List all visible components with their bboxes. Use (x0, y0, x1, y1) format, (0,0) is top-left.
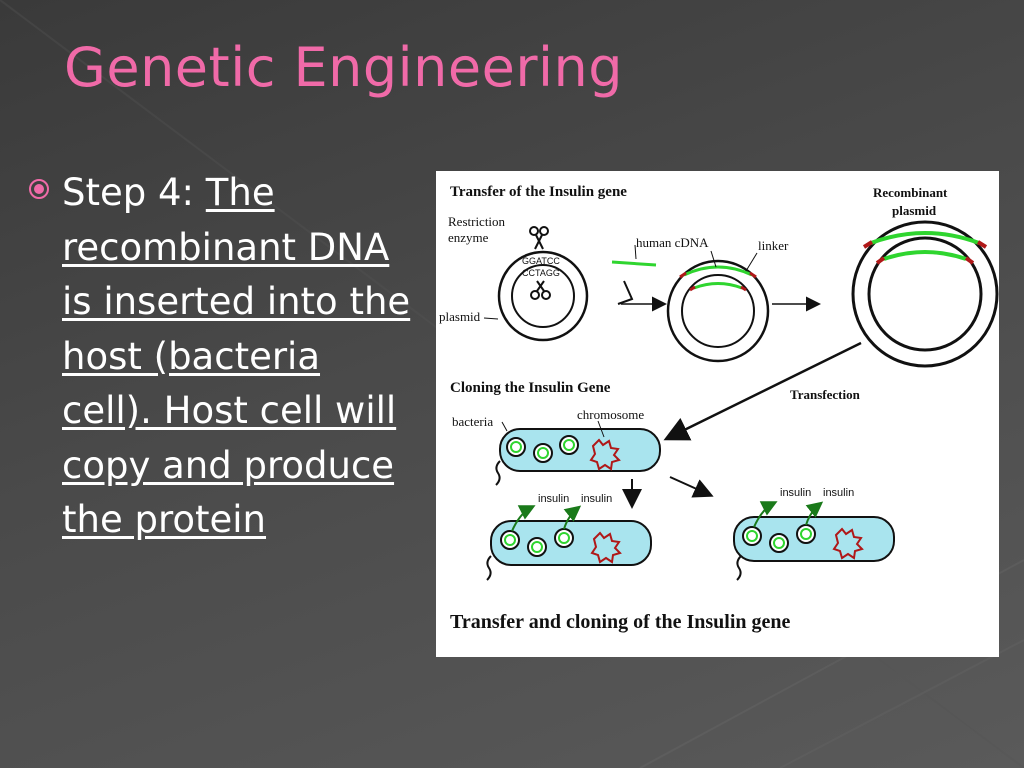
label-linker: linker (758, 238, 789, 253)
label-restriction: Restriction (448, 214, 506, 229)
label-recombinant: Recombinant (873, 185, 948, 200)
label-transfection: Transfection (790, 387, 860, 402)
plasmid-with-insert (666, 250, 770, 363)
human-cdna-fragment (611, 244, 657, 305)
transfection-arrow (663, 341, 862, 441)
label-recombinant-plasmid: plasmid (892, 203, 937, 218)
bacteria-cell-1 (495, 420, 661, 486)
insulin-gene-figure: Transfer of the Insulin gene Restriction… (436, 171, 999, 657)
slide-title: Genetic Engineering (64, 36, 624, 99)
insulin-label: insulin (823, 487, 855, 499)
bullet-text: Step 4: The recombinant DNA is inserted … (62, 166, 412, 548)
heading-transfer: Transfer of the Insulin gene (450, 184, 627, 200)
insulin-label: insulin (538, 493, 570, 505)
label-enzyme: enzyme (448, 230, 489, 245)
bullet-body: The recombinant DNA is inserted into the… (62, 171, 411, 541)
bullet-prefix: Step 4: (62, 171, 206, 214)
recombinant-plasmid (851, 220, 999, 368)
heading-cloning: Cloning the Insulin Gene (450, 380, 611, 396)
label-seq-bottom: CCTAGG (522, 268, 560, 278)
label-chromosome: chromosome (577, 407, 645, 422)
radio-bullet-icon (29, 179, 49, 199)
insulin-label: insulin (581, 493, 613, 505)
plasmid-diagram (483, 226, 589, 342)
scissors-icon (529, 226, 551, 300)
label-bacteria: bacteria (452, 414, 494, 429)
label-seq-top: GGATCC (522, 256, 560, 266)
label-plasmid: plasmid (439, 309, 481, 324)
label-human-cdna: human cDNA (636, 235, 709, 250)
bacteria-cell-2 (486, 505, 652, 581)
figure-caption: Transfer and cloning of the Insulin gene (450, 611, 791, 633)
bacteria-cell-3 (733, 501, 895, 581)
insulin-label: insulin (780, 487, 812, 499)
arrow-diagonal (669, 476, 714, 498)
figure-drawing (483, 220, 999, 581)
